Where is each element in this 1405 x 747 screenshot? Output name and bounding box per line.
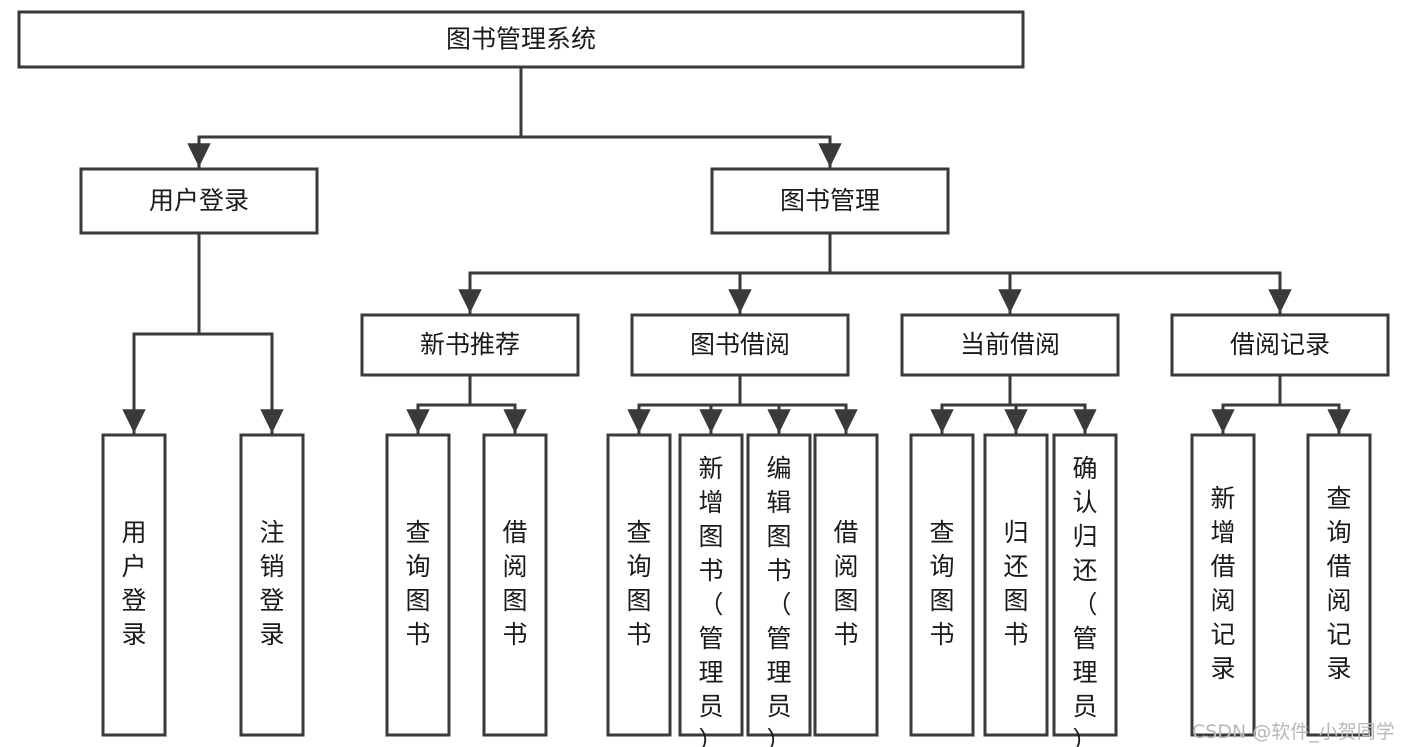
node-layer: 图书管理系统用户登录图书管理新书推荐图书借阅当前借阅借阅记录用户登录注销登录查询… bbox=[17, 10, 1390, 747]
node-label-leaf-user-login: 用户登录 bbox=[121, 518, 146, 649]
node-label-leaf-add-record: 新增借阅记录 bbox=[1210, 484, 1235, 683]
node-leaf-return-book[interactable]: 归还图书 bbox=[983, 433, 1049, 737]
node-leaf-borrow-book-2[interactable]: 借阅图书 bbox=[813, 433, 879, 737]
node-box-leaf-user-login bbox=[101, 433, 167, 737]
node-label-book-borrow: 图书借阅 bbox=[690, 330, 790, 359]
connector-user-login-to-leaves bbox=[122, 231, 284, 434]
node-label-leaf-edit-book: 编辑图书（管理员） bbox=[766, 454, 791, 747]
connector-borrow-record-to-leaves bbox=[1211, 373, 1351, 434]
node-box-book-manage bbox=[710, 167, 950, 235]
node-label-new-book-recommend: 新书推荐 bbox=[420, 330, 520, 359]
node-box-root bbox=[17, 10, 1025, 69]
connector-new-book-recommend-to-leaves bbox=[406, 373, 527, 434]
node-label-leaf-borrow-book-1: 借阅图书 bbox=[502, 518, 527, 649]
node-box-leaf-query-book-3 bbox=[909, 433, 975, 737]
node-leaf-confirm-return[interactable]: 确认归还（管理员） bbox=[1052, 433, 1118, 747]
node-label-leaf-add-book: 新增图书（管理员） bbox=[698, 454, 723, 747]
node-box-leaf-logout bbox=[239, 433, 305, 737]
node-box-leaf-edit-book bbox=[746, 433, 812, 737]
node-leaf-add-book[interactable]: 新增图书（管理员） bbox=[678, 433, 744, 747]
node-new-book-recommend[interactable]: 新书推荐 bbox=[360, 313, 580, 377]
node-box-leaf-query-record bbox=[1306, 433, 1372, 737]
node-label-leaf-confirm-return: 确认归还（管理员） bbox=[1072, 454, 1097, 747]
node-box-borrow-record bbox=[1170, 313, 1390, 377]
node-leaf-user-login[interactable]: 用户登录 bbox=[101, 433, 167, 737]
watermark: CSDN @软件_小贺同学 bbox=[1192, 721, 1395, 743]
node-label-leaf-query-book-1: 查询图书 bbox=[405, 518, 430, 649]
node-label-leaf-return-book: 归还图书 bbox=[1003, 518, 1028, 649]
node-box-current-borrow bbox=[900, 313, 1120, 377]
node-box-leaf-confirm-return bbox=[1052, 433, 1118, 737]
node-leaf-add-record[interactable]: 新增借阅记录 bbox=[1190, 433, 1256, 737]
connector-root-to-level2 bbox=[187, 65, 842, 168]
node-borrow-record[interactable]: 借阅记录 bbox=[1170, 313, 1390, 377]
node-book-borrow[interactable]: 图书借阅 bbox=[630, 313, 850, 377]
connector-current-borrow-to-leaves bbox=[930, 373, 1097, 434]
node-leaf-logout[interactable]: 注销登录 bbox=[239, 433, 305, 737]
node-label-leaf-query-book-3: 查询图书 bbox=[929, 518, 954, 649]
node-box-book-borrow bbox=[630, 313, 850, 377]
node-leaf-query-book-2[interactable]: 查询图书 bbox=[606, 433, 672, 737]
node-box-leaf-query-book-2 bbox=[606, 433, 672, 737]
node-current-borrow[interactable]: 当前借阅 bbox=[900, 313, 1120, 377]
node-leaf-query-record[interactable]: 查询借阅记录 bbox=[1306, 433, 1372, 737]
node-label-book-manage: 图书管理 bbox=[780, 186, 880, 215]
node-leaf-edit-book[interactable]: 编辑图书（管理员） bbox=[746, 433, 812, 747]
node-box-leaf-borrow-book-1 bbox=[482, 433, 548, 737]
node-box-leaf-query-book-1 bbox=[385, 433, 451, 737]
node-leaf-query-book-1[interactable]: 查询图书 bbox=[385, 433, 451, 737]
node-leaf-query-book-3[interactable]: 查询图书 bbox=[909, 433, 975, 737]
node-label-leaf-query-record: 查询借阅记录 bbox=[1326, 484, 1351, 683]
connector-layer bbox=[122, 65, 1351, 434]
node-box-new-book-recommend bbox=[360, 313, 580, 377]
node-box-leaf-add-book bbox=[678, 433, 744, 737]
node-label-leaf-logout: 注销登录 bbox=[259, 518, 284, 649]
node-label-leaf-query-book-2: 查询图书 bbox=[626, 518, 651, 649]
node-label-leaf-borrow-book-2: 借阅图书 bbox=[833, 518, 858, 649]
node-book-manage[interactable]: 图书管理 bbox=[710, 167, 950, 235]
connector-book-borrow-to-leaves bbox=[627, 373, 858, 434]
connector-book-manage-to-level3 bbox=[458, 231, 1292, 314]
node-label-borrow-record: 借阅记录 bbox=[1230, 330, 1330, 359]
node-label-root: 图书管理系统 bbox=[446, 25, 596, 54]
node-box-leaf-add-record bbox=[1190, 433, 1256, 737]
node-box-leaf-borrow-book-2 bbox=[813, 433, 879, 737]
node-root[interactable]: 图书管理系统 bbox=[17, 10, 1025, 69]
node-box-user-login bbox=[79, 167, 319, 235]
node-box-leaf-return-book bbox=[983, 433, 1049, 737]
node-label-user-login: 用户登录 bbox=[149, 186, 249, 215]
node-user-login[interactable]: 用户登录 bbox=[79, 167, 319, 235]
node-leaf-borrow-book-1[interactable]: 借阅图书 bbox=[482, 433, 548, 737]
node-label-current-borrow: 当前借阅 bbox=[960, 330, 1060, 359]
